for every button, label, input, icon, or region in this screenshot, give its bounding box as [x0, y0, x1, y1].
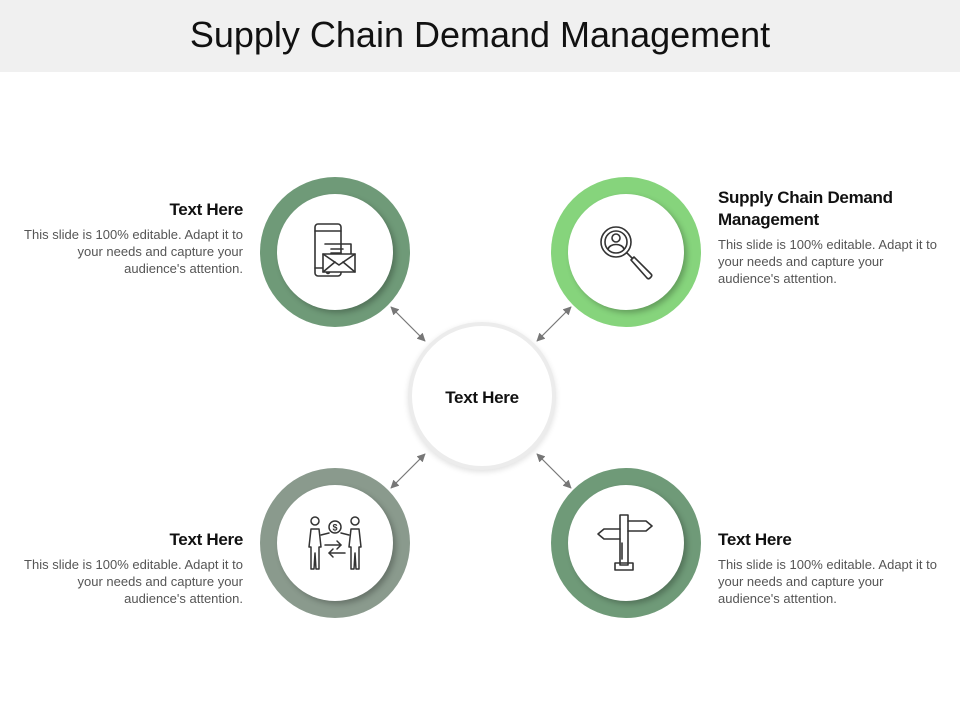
arrow-bottom-right [536, 453, 572, 489]
ring-bottom-left-inner: $ [277, 485, 393, 601]
ring-bottom-right [551, 468, 701, 618]
text-block-bottom-left: Text Here This slide is 100% editable. A… [18, 529, 243, 607]
center-circle: Text Here [408, 322, 556, 470]
ring-top-right [551, 177, 701, 327]
text-block-heading: Text Here [169, 200, 243, 219]
arrow-bottom-left [390, 453, 426, 489]
ring-top-left [260, 177, 410, 327]
text-block-description: This slide is 100% editable. Adapt it to… [24, 557, 243, 606]
text-block-top-right: Supply Chain Demand Management This slid… [718, 187, 940, 287]
arrow-top-right [536, 306, 572, 342]
text-block-top-left: Text Here This slide is 100% editable. A… [18, 199, 243, 277]
money-exchange-icon: $ [308, 516, 362, 570]
center-label: Text Here [445, 388, 519, 407]
ring-top-right-inner [568, 194, 684, 310]
ring-bottom-left: $ [260, 468, 410, 618]
text-block-heading: Text Here [718, 530, 792, 549]
mobile-mail-icon [314, 223, 356, 277]
slide-title: Supply Chain Demand Management [189, 14, 771, 55]
signpost-icon [597, 514, 653, 571]
magnifier-user-icon [600, 226, 653, 280]
title-bar [0, 0, 960, 72]
text-block-heading: Supply Chain Demand Management [718, 188, 893, 229]
ring-bottom-right-inner [568, 485, 684, 601]
ring-top-left-inner [277, 194, 393, 310]
arrow-top-left [390, 306, 426, 342]
text-block-description: This slide is 100% editable. Adapt it to… [718, 557, 937, 606]
text-block-bottom-right: Text Here This slide is 100% editable. A… [718, 529, 940, 607]
svg-text:$: $ [332, 523, 337, 533]
text-block-description: This slide is 100% editable. Adapt it to… [24, 227, 243, 276]
text-block-description: This slide is 100% editable. Adapt it to… [718, 237, 937, 286]
text-block-heading: Text Here [169, 530, 243, 549]
